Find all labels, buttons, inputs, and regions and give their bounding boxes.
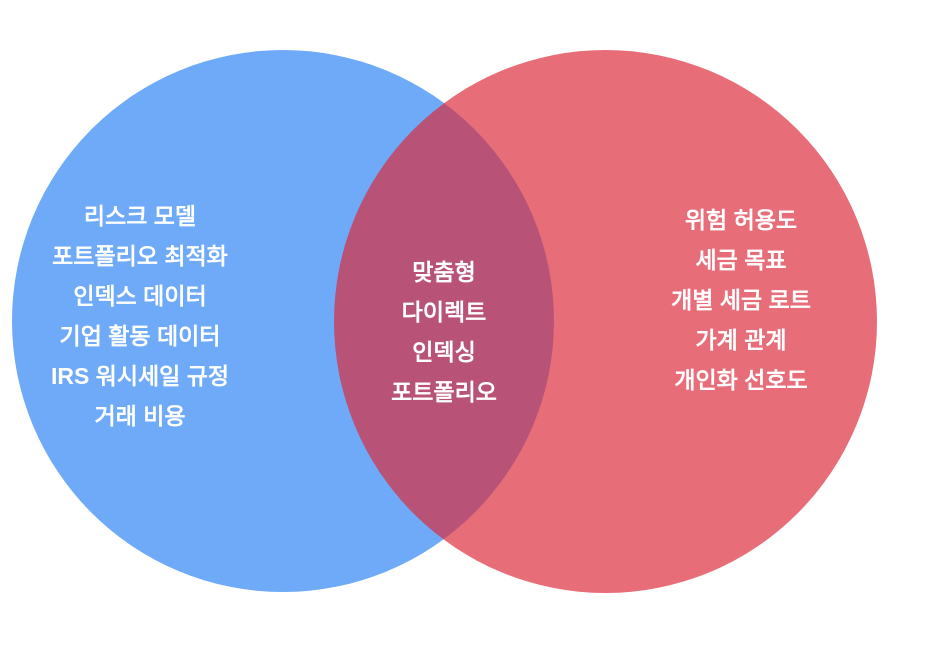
label-line: 위험 허용도 xyxy=(684,207,798,233)
label-line: 인덱싱 xyxy=(412,339,476,365)
label-line: 포트폴리오 최적화 xyxy=(52,243,228,269)
right-venn-circle xyxy=(334,50,877,593)
label-line: 리스크 모델 xyxy=(83,203,197,229)
label-line: 개별 세금 로트 xyxy=(671,287,811,313)
label-line: 맞춤형 xyxy=(412,259,476,285)
label-line: 인덱스 데이터 xyxy=(73,283,207,309)
label-line: IRS 워시세일 규정 xyxy=(50,363,230,389)
label-line: 포트폴리오 xyxy=(391,379,497,405)
label-line: 가계 관계 xyxy=(695,327,787,353)
label-line: 개인화 선호도 xyxy=(674,367,808,393)
label-line: 기업 활동 데이터 xyxy=(59,323,221,349)
label-line: 거래 비용 xyxy=(94,403,186,429)
label-line: 세금 목표 xyxy=(695,247,787,273)
label-line: 다이렉트 xyxy=(401,299,487,325)
